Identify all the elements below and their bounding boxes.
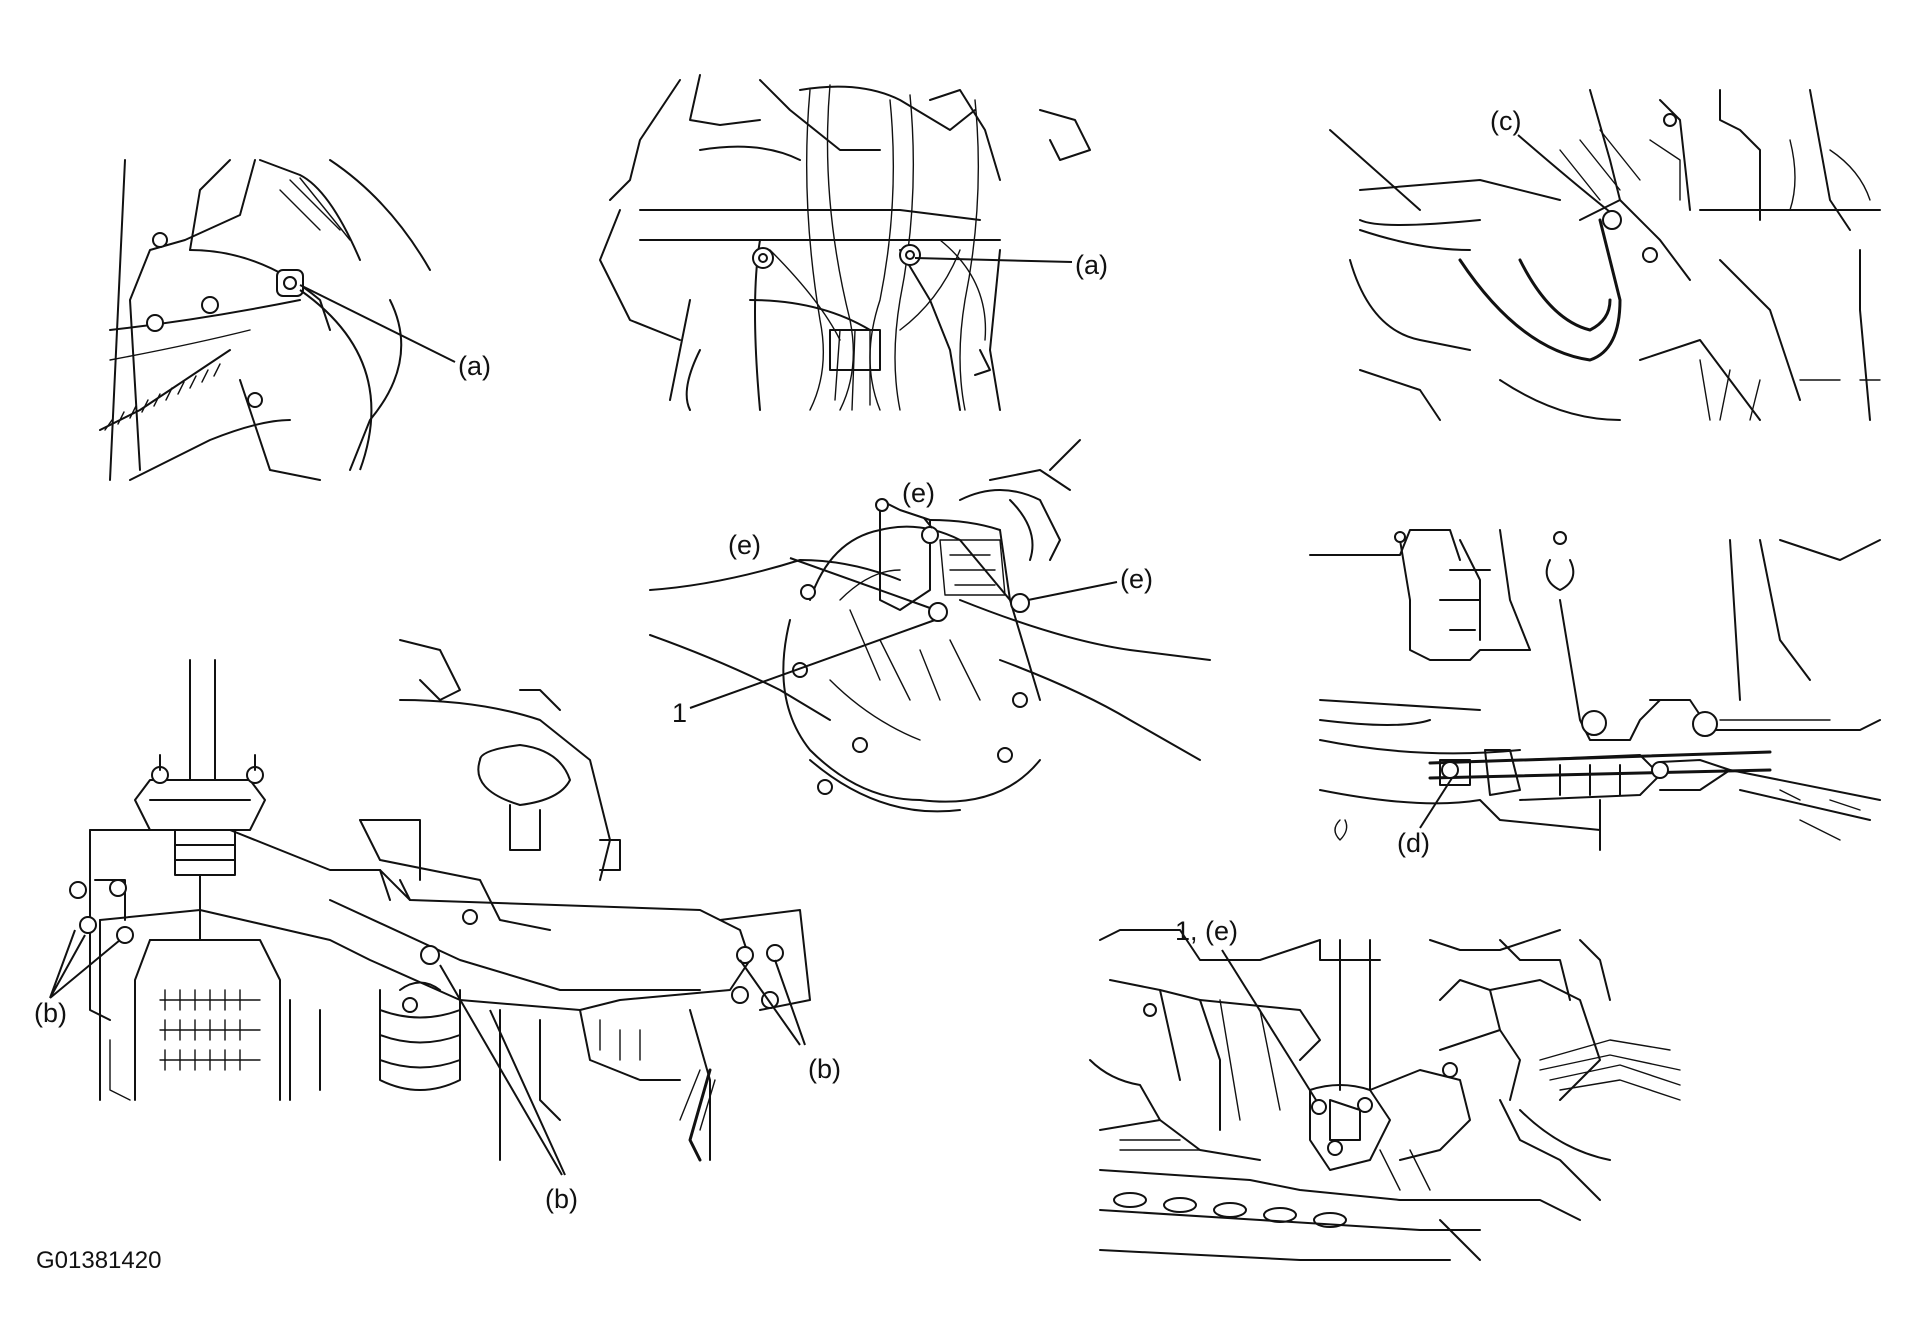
panel-exhaust-clamp: [1329, 89, 1881, 421]
panel-differential-flange: [649, 439, 1211, 813]
figure-code: G01381420: [36, 1247, 161, 1274]
callout-e-right: (e): [1120, 564, 1153, 594]
callout-c: (c): [1490, 106, 1521, 136]
panel-flywheel-housing: [99, 159, 431, 481]
callout-a1: (a): [458, 351, 491, 381]
callout-labels: (a) (a) (c) (e) (e) (e) 1 (d) (b) (b) (b…: [34, 106, 1521, 1214]
callout-d: (d): [1397, 828, 1430, 858]
callout-one-e: 1, (e): [1175, 916, 1238, 946]
callout-e-left: (e): [728, 530, 761, 560]
callout-b-right: (b): [808, 1054, 841, 1084]
bolt-e-right: [1010, 593, 1030, 613]
callout-one: 1: [672, 698, 687, 728]
callout-b-left: (b): [34, 998, 67, 1028]
panel-transmission-top: [599, 74, 1091, 411]
bolt-e-left: [928, 602, 948, 622]
clamp-c: [1602, 210, 1622, 230]
bolt-1e: [1311, 1099, 1327, 1115]
connector-d: [1441, 761, 1459, 779]
callout-b-mid: (b): [545, 1184, 578, 1214]
panel-cable-connector: [1309, 529, 1881, 851]
leader-lines: [49, 134, 1611, 1176]
callout-a2: (a): [1075, 250, 1108, 280]
panel-propeller-shaft: [1089, 929, 1681, 1261]
panel-crossmember: [69, 639, 811, 1162]
callout-e-top: (e): [902, 478, 935, 508]
